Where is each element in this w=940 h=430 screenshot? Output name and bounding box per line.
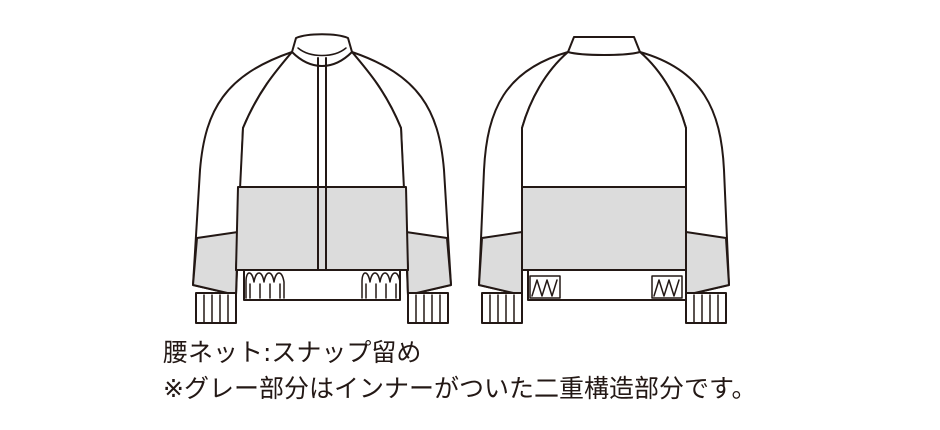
back-right-cuff <box>685 292 727 324</box>
back-body-grey-inner <box>521 186 687 271</box>
front-neckline <box>297 47 347 57</box>
front-right-sleeve-grey-inner <box>405 231 452 296</box>
front-cuff-ribs <box>203 294 441 324</box>
waist-net-left <box>245 272 285 299</box>
back-cuff-ribs <box>489 294 719 324</box>
front-collar <box>291 33 353 67</box>
waist-net-caption: 腰ネット:スナップ留め <box>163 338 422 367</box>
back-view <box>478 36 730 324</box>
front-body-grey-inner <box>235 186 409 271</box>
grey-area-note: ※グレー部分はインナーがついた二重構造部分です。 <box>163 374 757 403</box>
waist-net-right <box>361 272 401 299</box>
front-left-sleeve-grey-inner <box>192 231 239 296</box>
back-waist-net-left <box>529 275 561 299</box>
back-left-cuff <box>481 292 523 324</box>
front-right-cuff <box>407 292 449 324</box>
front-view <box>192 33 452 324</box>
back-collar <box>567 36 641 56</box>
back-left-sleeve-grey-inner <box>478 231 523 296</box>
back-waist-net-right <box>651 275 683 299</box>
front-left-cuff <box>195 292 237 324</box>
back-right-sleeve-grey-inner <box>685 231 730 296</box>
back-waist-band <box>527 269 687 301</box>
